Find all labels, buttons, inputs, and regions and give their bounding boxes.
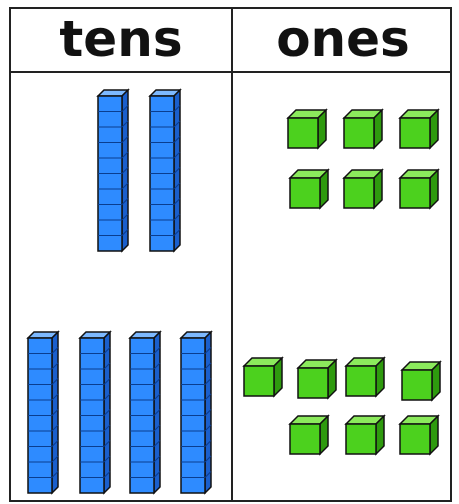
lower-one-cube xyxy=(398,414,440,456)
lower-ten-rod xyxy=(179,330,213,495)
upper-one-cube xyxy=(288,168,330,210)
lower-one-cube xyxy=(296,358,338,400)
lower-ten-rod xyxy=(78,330,112,495)
lower-ten-rod xyxy=(128,330,162,495)
lower-one-cube xyxy=(344,414,386,456)
upper-one-cube xyxy=(398,168,440,210)
upper-ten-rod xyxy=(148,88,182,253)
chart-border xyxy=(9,7,452,502)
upper-one-cube xyxy=(398,108,440,150)
lower-one-cube xyxy=(344,356,386,398)
lower-ten-rod xyxy=(26,330,60,495)
upper-one-cube xyxy=(286,108,328,150)
upper-ten-rod xyxy=(96,88,130,253)
upper-one-cube xyxy=(342,168,384,210)
blocks-layer xyxy=(26,88,442,495)
lower-one-cube xyxy=(242,356,284,398)
tens-header: tens xyxy=(59,10,182,68)
upper-one-cube xyxy=(342,108,384,150)
ones-header: ones xyxy=(276,10,410,68)
lower-one-cube xyxy=(288,414,330,456)
lower-one-cube xyxy=(400,360,442,402)
